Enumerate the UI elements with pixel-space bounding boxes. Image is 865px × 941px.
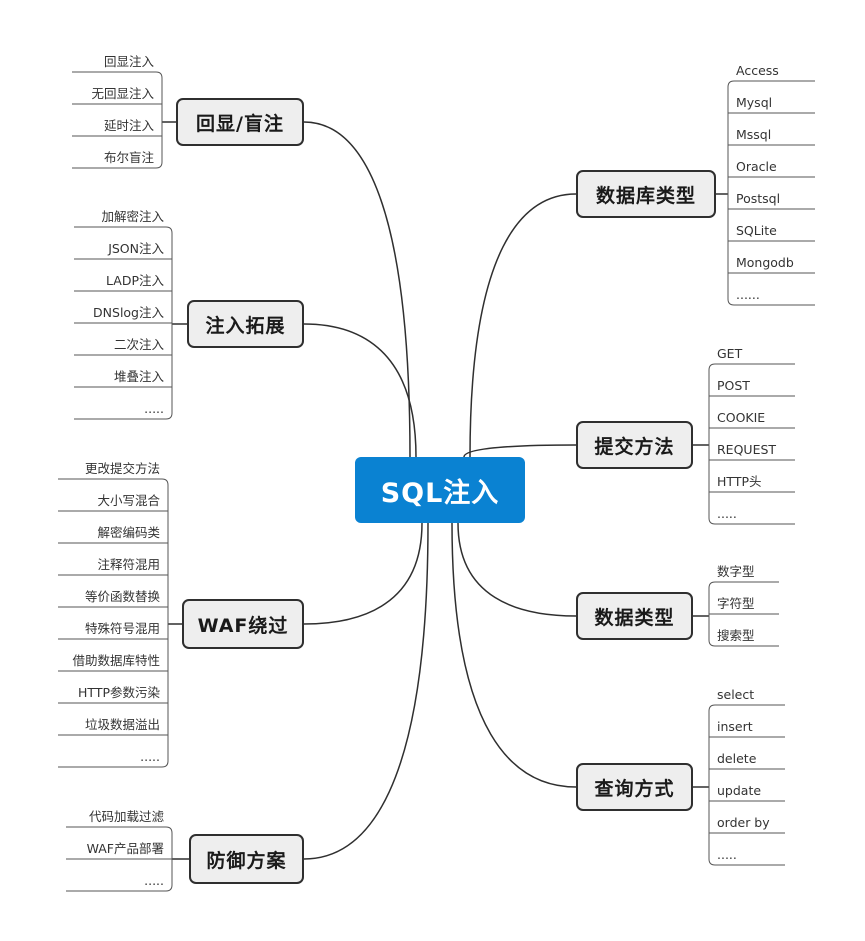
leaf-item[interactable]: DNSlog注入 (93, 305, 164, 320)
leaf-item[interactable]: delete (717, 751, 757, 766)
leaf-item[interactable]: 更改提交方法 (84, 461, 160, 476)
leaf-underline (74, 226, 173, 234)
leaf-item[interactable]: 数字型 (717, 564, 755, 579)
leaf-item[interactable]: 无回显注入 (91, 86, 154, 101)
leaf-underline (708, 363, 795, 371)
leaf-item[interactable]: 堆叠注入 (113, 369, 164, 384)
leaf-underline (727, 298, 815, 306)
leaf-item[interactable]: 代码加载过滤 (88, 809, 164, 824)
leaf-item[interactable]: 等价函数替换 (84, 589, 160, 604)
leaf-underline (72, 71, 163, 79)
leaf-item[interactable]: Postsql (736, 191, 781, 206)
leaf-item[interactable]: SQLite (736, 223, 777, 238)
leaf-item[interactable]: 加解密注入 (101, 209, 164, 224)
leaf-item[interactable]: ..... (717, 847, 737, 862)
branch-connector (463, 444, 577, 458)
leaf-item[interactable]: ..... (144, 873, 164, 888)
leaf-item[interactable]: 搜索型 (717, 628, 755, 643)
branch-node[interactable]: 提交方法 (576, 421, 693, 469)
leaf-item[interactable]: COOKIE (717, 410, 766, 425)
leaf-underline (708, 517, 795, 525)
leaf-item[interactable]: ..... (717, 506, 737, 521)
branch-node[interactable]: 数据类型 (576, 592, 693, 640)
branch-node[interactable]: 防御方案 (189, 834, 304, 884)
leaf-item[interactable]: Oracle (736, 159, 777, 174)
leaf-item[interactable]: 垃圾数据溢出 (84, 717, 160, 732)
leaf-item[interactable]: order by (717, 815, 770, 830)
branch-node[interactable]: 查询方式 (576, 763, 693, 811)
leaf-item[interactable]: update (717, 783, 762, 798)
leaf-item[interactable]: 借助数据库特性 (72, 653, 160, 668)
leaf-item[interactable]: Mongodb (736, 255, 794, 270)
leaf-underline (72, 161, 163, 169)
branch-connector (303, 522, 423, 625)
leaf-item[interactable]: ...... (736, 287, 760, 302)
leaf-item[interactable]: ..... (144, 401, 164, 416)
root-node[interactable]: SQL注入 (355, 457, 525, 523)
leaf-item[interactable]: 注释符混用 (97, 557, 160, 572)
branch-connector (469, 193, 577, 458)
leaf-item[interactable]: 二次注入 (113, 337, 164, 352)
leaf-item[interactable]: 特殊符号混用 (84, 621, 160, 636)
branch-connector (303, 522, 429, 860)
leaf-item[interactable]: HTTP头 (717, 474, 762, 489)
leaf-underline (66, 884, 173, 892)
branch-connector (451, 522, 577, 788)
branch-node[interactable]: 回显/盲注 (176, 98, 304, 146)
leaf-underline (708, 639, 779, 647)
leaf-item[interactable]: JSON注入 (108, 241, 164, 256)
leaf-item[interactable]: 字符型 (717, 596, 755, 611)
leaf-item[interactable]: POST (717, 378, 750, 393)
leaf-item[interactable]: GET (717, 346, 743, 361)
leaf-underline (58, 760, 169, 768)
branch-node[interactable]: 注入拓展 (187, 300, 304, 348)
leaf-underline (708, 858, 785, 866)
leaf-item[interactable]: Mssql (736, 127, 772, 142)
branch-node[interactable]: 数据库类型 (576, 170, 716, 218)
leaf-item[interactable]: insert (717, 719, 753, 734)
leaf-underline (727, 80, 815, 88)
leaf-underline (708, 581, 779, 589)
leaf-underline (708, 704, 785, 712)
leaf-item[interactable]: Access (736, 63, 779, 78)
leaf-item[interactable]: 布尔盲注 (103, 150, 154, 165)
leaf-underline (66, 826, 173, 834)
branch-connector (457, 522, 577, 617)
leaf-item[interactable]: select (717, 687, 755, 702)
leaf-item[interactable]: ..... (140, 749, 160, 764)
leaf-item[interactable]: 大小写混合 (97, 493, 160, 508)
leaf-item[interactable]: Mysql (736, 95, 773, 110)
leaf-item[interactable]: 延时注入 (103, 118, 154, 133)
leaf-item[interactable]: 解密编码类 (97, 525, 160, 540)
branch-connector (303, 323, 417, 458)
leaf-item[interactable]: LADP注入 (106, 273, 164, 288)
leaf-item[interactable]: REQUEST (717, 442, 777, 457)
branch-node[interactable]: WAF绕过 (182, 599, 304, 649)
leaf-item[interactable]: WAF产品部署 (86, 841, 164, 856)
branch-connector (303, 121, 411, 458)
leaf-underline (58, 478, 169, 486)
leaf-underline (74, 412, 173, 420)
leaf-item[interactable]: 回显注入 (103, 54, 154, 69)
leaf-item[interactable]: HTTP参数污染 (78, 685, 160, 700)
